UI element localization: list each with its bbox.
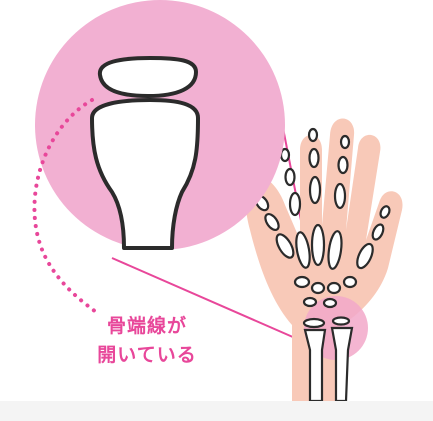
growth-plate-callout: 骨端線が 開いている [62,312,232,370]
callout-line-2: 開いている [62,341,232,370]
callout-line-1: 骨端線が [62,312,232,341]
epiphysis-cap [100,58,196,96]
illustration-stage: 骨端線が 開いている [0,0,433,401]
